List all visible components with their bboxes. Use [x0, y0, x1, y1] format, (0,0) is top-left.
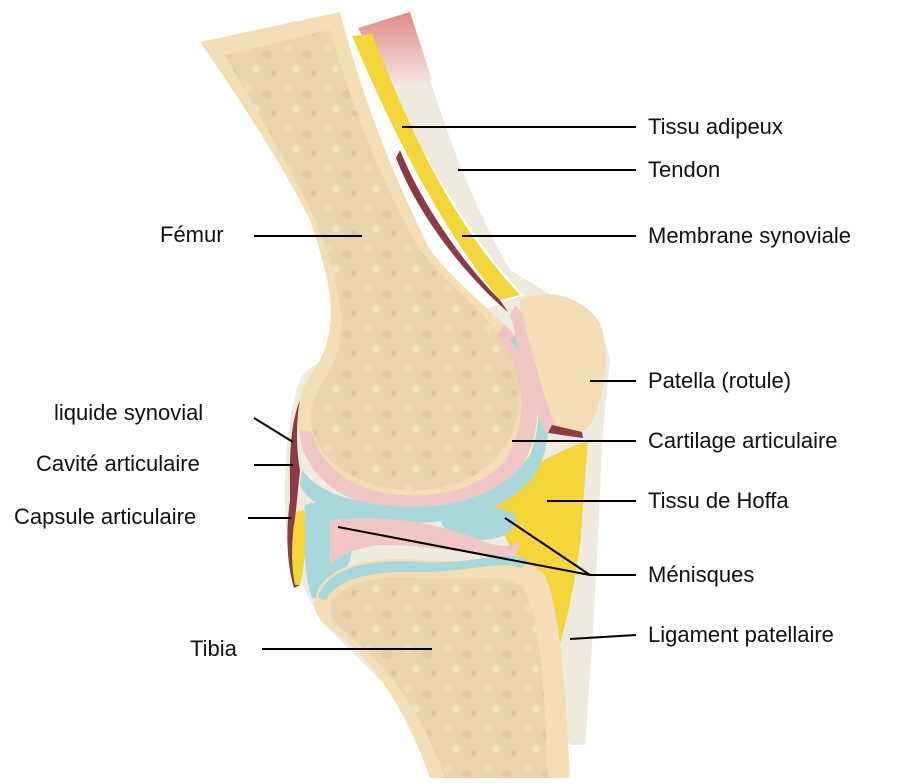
label-membrane-synoviale: Membrane synoviale: [648, 225, 851, 247]
tibia-marrow: [329, 577, 548, 778]
label-cavite-articulaire: Cavité articulaire: [36, 453, 200, 475]
label-tibia: Tibia: [190, 638, 237, 660]
label-menisques: Ménisques: [648, 564, 754, 586]
label-tissu-de-hoffa: Tissu de Hoffa: [648, 490, 789, 512]
label-femur: Fémur: [160, 224, 224, 246]
label-liquide-synovial: liquide synovial: [54, 402, 203, 424]
label-tissu-adipeux: Tissu adipeux: [648, 116, 783, 138]
label-ligament-patellaire: Ligament patellaire: [648, 624, 834, 646]
leader-liquide-synovial: [254, 418, 293, 442]
label-patella: Patella (rotule): [648, 370, 791, 392]
label-capsule-articulaire: Capsule articulaire: [14, 506, 196, 528]
label-cartilage-articulaire: Cartilage articulaire: [648, 430, 838, 452]
label-tendon: Tendon: [648, 159, 720, 181]
